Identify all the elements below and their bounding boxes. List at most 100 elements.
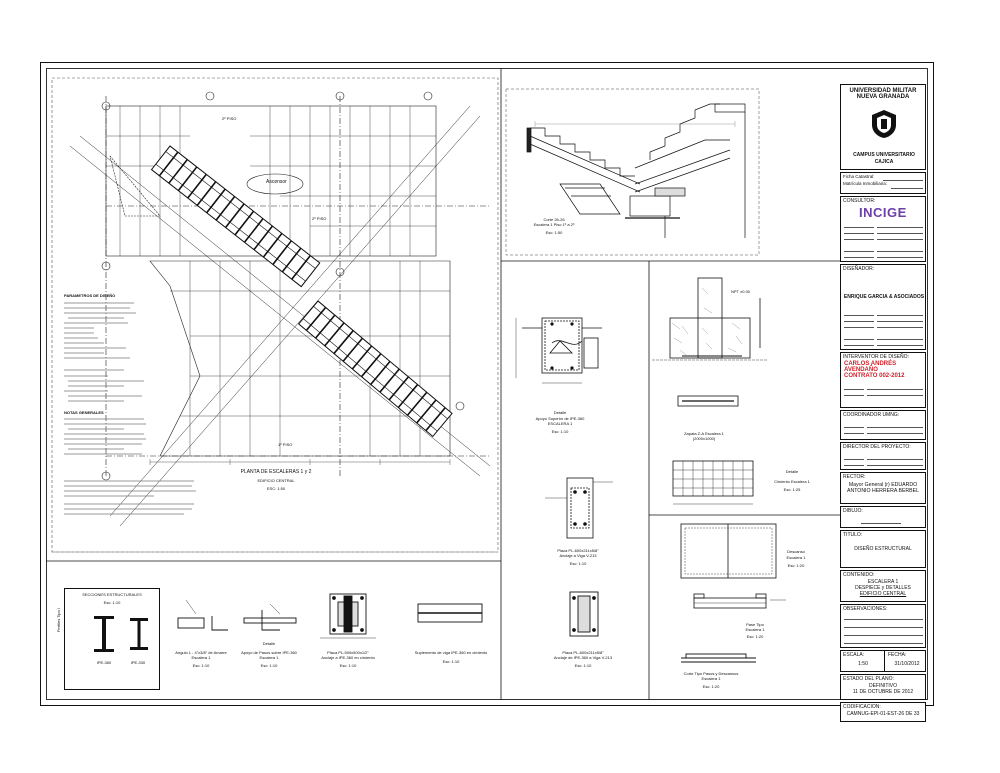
support-detail-drawing: [515, 317, 602, 384]
plate-anchor-3-drawing: [569, 591, 599, 637]
ipe330-label: IPE-330: [130, 660, 146, 665]
plate-anchor-2-scale: Esc: 1:10: [339, 663, 357, 668]
plate-anchor-1-title: Placa PL-600x211x5/8": [557, 548, 599, 553]
plate-anchor-1-subtitle: Anclaje a Viga V-213: [559, 553, 597, 558]
plate-anchor-3-title: Placa PL-600x211x5/8": [562, 650, 604, 655]
tread-support-drawing: [243, 603, 297, 631]
consultor-box: CONSULTOR: INCIGE: [840, 196, 926, 262]
drawing-frame: [46, 68, 928, 700]
cadastral-box: Ficha Catastral: Matrícula Inmobiliaria:: [840, 172, 926, 194]
coordinador-box: COORDINADOR UMNG:: [840, 410, 926, 440]
tread-support-scale: Esc: 1:10: [260, 663, 278, 668]
director-label: DIRECTOR DEL PROYECTO:: [843, 444, 911, 450]
foundation-plan-drawing: [672, 460, 754, 505]
ficha-label: Ficha Catastral:: [843, 174, 875, 179]
piso2-label-a: 2º PISO: [222, 116, 237, 121]
estado-box: ESTADO DEL PLANO: DEFINITIVO 11 DE OCTUB…: [840, 674, 926, 700]
scale-date-box: ESCALA: 1:50 FECHA: 31/10/2012: [840, 650, 926, 672]
profiles-label: Perfiles Tipo I: [56, 607, 61, 633]
university-name: UNIVERSIDAD MILITAR NUEVA GRANADA: [849, 88, 917, 100]
interventor-label: INTERVENTOR DE DISEÑO:: [843, 354, 909, 360]
plan-scale: ESC: 1:50: [266, 486, 286, 491]
support-detail-title: Detalle: [553, 410, 567, 415]
plan-subtitle: EDIFICIO CENTRAL: [257, 478, 295, 483]
dibujo-box: DIBUJO:: [840, 506, 926, 528]
contenido-line-1: ESCALERA 1: [867, 579, 899, 585]
contenido-label: CONTENIDO:: [843, 572, 875, 578]
sections-title: SECCIONES ESTRUCTURALES: [82, 592, 142, 597]
titulo-value: DISEÑO ESTRUCTURAL: [854, 546, 912, 552]
contenido-box: CONTENIDO: ESCALERA 1 DESPIECE y DETALLE…: [840, 570, 926, 602]
university-crest-icon: [872, 110, 896, 138]
angle-scale: Esc: 1:10: [192, 663, 210, 668]
sections-scale: Esc: 1:10: [103, 600, 121, 605]
foundation-title: Cimiento Escalera 1: [774, 479, 810, 484]
typical-section-drawing: [681, 653, 756, 663]
rector-box: RECTOR: Mayor General (r) EDUARDO ANTONI…: [840, 472, 926, 504]
fecha-value: 31/10/2012: [894, 661, 920, 667]
landing-subtitle: Escalera 1: [786, 555, 806, 560]
interventor-name: CARLOS ANDRÉS AVENDAÑO: [844, 361, 897, 373]
observaciones-label: OBSERVACIONES:: [843, 606, 888, 612]
campus-city: CAJICA: [874, 159, 894, 165]
disenador-name: ENRIQUE GARCIA & ASOCIADOS: [843, 294, 925, 300]
typical-section-scale: Esc: 1:20: [702, 684, 720, 689]
tread-support-title: Apoyo de Pasos sobre IPE-360: [241, 650, 297, 655]
support-detail-subtitle2: ESCALERA 1: [547, 421, 573, 426]
landing-scale: Esc: 1:20: [787, 563, 805, 568]
coordinador-label: COORDINADOR UMNG:: [843, 412, 900, 418]
plate-anchor-3-scale: Esc: 1:10: [574, 663, 592, 668]
estado-label: ESTADO DEL PLANO:: [843, 676, 894, 682]
contenido-line-2: DESPIECE y DETALLES: [855, 585, 911, 591]
plate-anchor-3-subtitle: Anclaje de IPE-360 a Viga V-213: [553, 655, 613, 660]
angle-subtitle: Escalera 1: [191, 655, 211, 660]
beam-extension-drawing: [417, 603, 483, 623]
typical-tread-drawing: [693, 593, 786, 609]
plate-anchor-1-drawing: [545, 477, 613, 539]
titulo-label: TITULO:: [843, 532, 863, 538]
disenador-box: DISEÑADOR: ENRIQUE GARCIA & ASOCIADOS: [840, 264, 926, 350]
campus-label: CAMPUS UNIVERSITARIO: [853, 152, 915, 158]
interventor-box: INTERVENTOR DE DISEÑO: CARLOS ANDRÉS AVE…: [840, 352, 926, 408]
sections-box: [64, 588, 160, 690]
codificacion-box: CODIFICACION: CAMNUG-EPI-01-EST-26 DE 33: [840, 702, 926, 722]
consultor-label: CONSULTOR:: [843, 198, 876, 204]
general-notes-text: [64, 418, 146, 455]
plate-anchor-2-title: Placa PL-500x500x1/2": [327, 650, 369, 655]
typical-section-title: Corte Tipo Pasos y Descansos: [683, 671, 739, 676]
piso1-label: 1º PISO: [278, 442, 293, 447]
escala-value: 1:50: [858, 661, 868, 667]
section-26-title: Corte 26-26: [543, 217, 565, 222]
notes-title: NOTAS GENERALES: [64, 410, 104, 415]
typical-tread-scale: Esc: 1:20: [746, 634, 764, 639]
plate-anchor-2-drawing: [320, 593, 376, 639]
plan-title: PLANTA DE ESCALERAS 1 y 2: [240, 469, 312, 475]
contenido-line-3: EDIFICIO CENTRAL: [859, 591, 907, 597]
observaciones-box: OBSERVACIONES:: [840, 604, 926, 648]
dibujo-label: DIBUJO:: [843, 508, 863, 514]
contract-number: CONTRATO 002-2012: [844, 373, 905, 379]
rector-name: Mayor General (r) EDUARDO ANTONIO HERRER…: [847, 482, 919, 494]
estado-line-2: 11 DE OCTUBRE DE 2012: [852, 689, 914, 695]
tread-support-subtitle: Escalera 1: [259, 655, 279, 660]
plate-anchor-1-scale: Esc: 1:10: [569, 561, 587, 566]
matricula-label: Matrícula Inmobiliaria:: [843, 181, 888, 186]
level-label: NPT ±0.00: [731, 289, 751, 294]
piso2-label-b: 2º PISO: [312, 216, 327, 221]
design-params-text: [64, 302, 144, 402]
angle-title: Angulo L - 4"x3/8" de Amarre: [175, 650, 227, 655]
codificacion-value: CAMNUG-EPI-01-EST-26 DE 33: [846, 711, 920, 717]
titulo-box: TITULO: DISEÑO ESTRUCTURAL: [840, 530, 926, 568]
support-detail-subtitle: Apoyo Superior de IPE-360: [535, 416, 585, 421]
fecha-label: FECHA:: [888, 652, 907, 658]
footing-title: Zapata Z-A Escalera 1: [684, 431, 724, 436]
section-26-scale: Esc: 1:50: [545, 230, 563, 235]
director-box: DIRECTOR DEL PROYECTO:: [840, 442, 926, 470]
ipe-profiles-drawing: [94, 616, 148, 652]
landing-title: Descanso: [787, 549, 805, 554]
footing-subtitle: (2000x1000): [692, 436, 716, 441]
stair-plan-drawing: [51, 77, 499, 553]
design-params-title: PARAMETROS DE DISEÑO: [64, 293, 116, 298]
rector-label: RECTOR:: [843, 474, 866, 480]
beam-extension-scale: Esc: 1:10: [442, 659, 460, 664]
